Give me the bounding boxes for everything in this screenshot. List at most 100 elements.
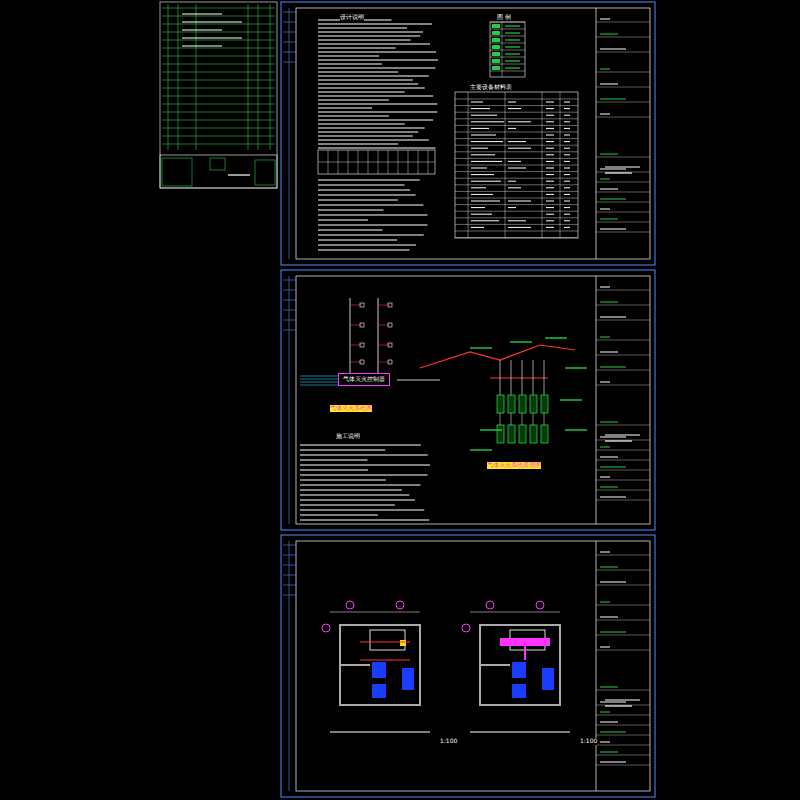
cad-rect [512,662,526,678]
cad-line [508,220,526,221]
cad-line [318,91,405,92]
cad-line [600,712,610,713]
cad-line [600,209,610,210]
drawing-label: 气体灭火系统原理图 [487,462,541,469]
cad-line [300,489,402,490]
cad-line [318,214,427,215]
cad-rect [372,684,386,698]
cad-line [300,474,428,475]
cad-line [546,187,554,188]
cad-rect [598,430,648,448]
cad-line [318,234,424,235]
cad-line [600,567,618,568]
cad-line [533,413,534,425]
cad-line [508,207,516,208]
cad-line [471,148,488,149]
cad-line [596,22,650,23]
cad-line [318,95,433,96]
cad-line [596,635,650,636]
cad-line [564,141,570,142]
cad-line [596,202,650,203]
cad-line [455,165,578,166]
cad-line [505,67,520,68]
cad-line [510,341,532,342]
cad-line [564,207,570,208]
cad-line [318,99,389,100]
cad-line [596,212,650,213]
axis-bubble [322,624,330,632]
cad-line [600,179,610,180]
cad-line [546,201,554,202]
cad-rect [508,395,515,413]
cad-line [500,360,501,395]
cad-line [228,174,250,175]
drawing-label: 设计说明 [340,14,364,21]
cad-line [318,43,430,44]
cad-rect [360,343,364,347]
cad-line [318,27,407,28]
cad-rect [598,162,648,180]
cad-line [605,172,632,173]
cad-line [318,204,423,205]
cad-rect [512,684,526,698]
cad-line [490,22,525,23]
cad-line [283,545,296,546]
cad-line [596,52,650,53]
cad-line [455,211,578,212]
cad-line [596,480,650,481]
cad-line [596,320,650,321]
cad-line [596,765,650,766]
cad-line [596,370,650,371]
cad-line [318,119,433,120]
cad-line [490,43,525,44]
cad-rect [492,24,500,28]
cad-line [318,75,429,76]
cad-line [300,382,338,383]
cad-rect [455,92,578,238]
node-text: 气体灭火控制器 [343,375,385,382]
cad-line [600,84,618,85]
controller-box: 气体灭火控制器 [338,373,390,386]
cad-line [546,168,554,169]
cad-line [318,67,435,68]
cad-line [318,35,420,36]
cad-line [490,377,548,378]
cad-line [600,154,618,155]
cad-line [471,135,496,136]
drawing-label: 1:100 [580,738,597,745]
cad-line [600,69,610,70]
cad-line [600,219,618,220]
cad-rect [530,395,537,413]
cad-line [289,8,290,259]
cad-line [182,29,222,30]
cad-line [596,232,650,233]
cad-line [508,181,516,182]
cad-line [596,650,650,651]
cad-line [300,479,386,480]
cad-line [546,148,554,149]
cad-line [546,207,554,208]
cad-line [318,209,383,210]
cad-line [480,664,510,666]
cad-line [542,92,543,238]
cad-line [283,12,296,13]
cad-line [600,437,626,438]
cad-line [596,745,650,746]
cad-line [596,725,650,726]
cad-line [596,705,650,706]
cad-line [596,460,650,461]
cad-line [318,127,425,128]
cad-line [318,179,420,180]
cad-line [596,37,650,38]
cad-line [596,385,650,386]
cad-line [455,204,578,205]
cad-line [605,434,640,435]
cad-line [596,440,650,441]
cad-line [544,360,545,395]
cad-line [283,32,296,33]
cad-line [330,731,430,732]
cad-line [564,128,570,129]
cad-line [600,487,618,488]
cad-rect [492,31,500,35]
